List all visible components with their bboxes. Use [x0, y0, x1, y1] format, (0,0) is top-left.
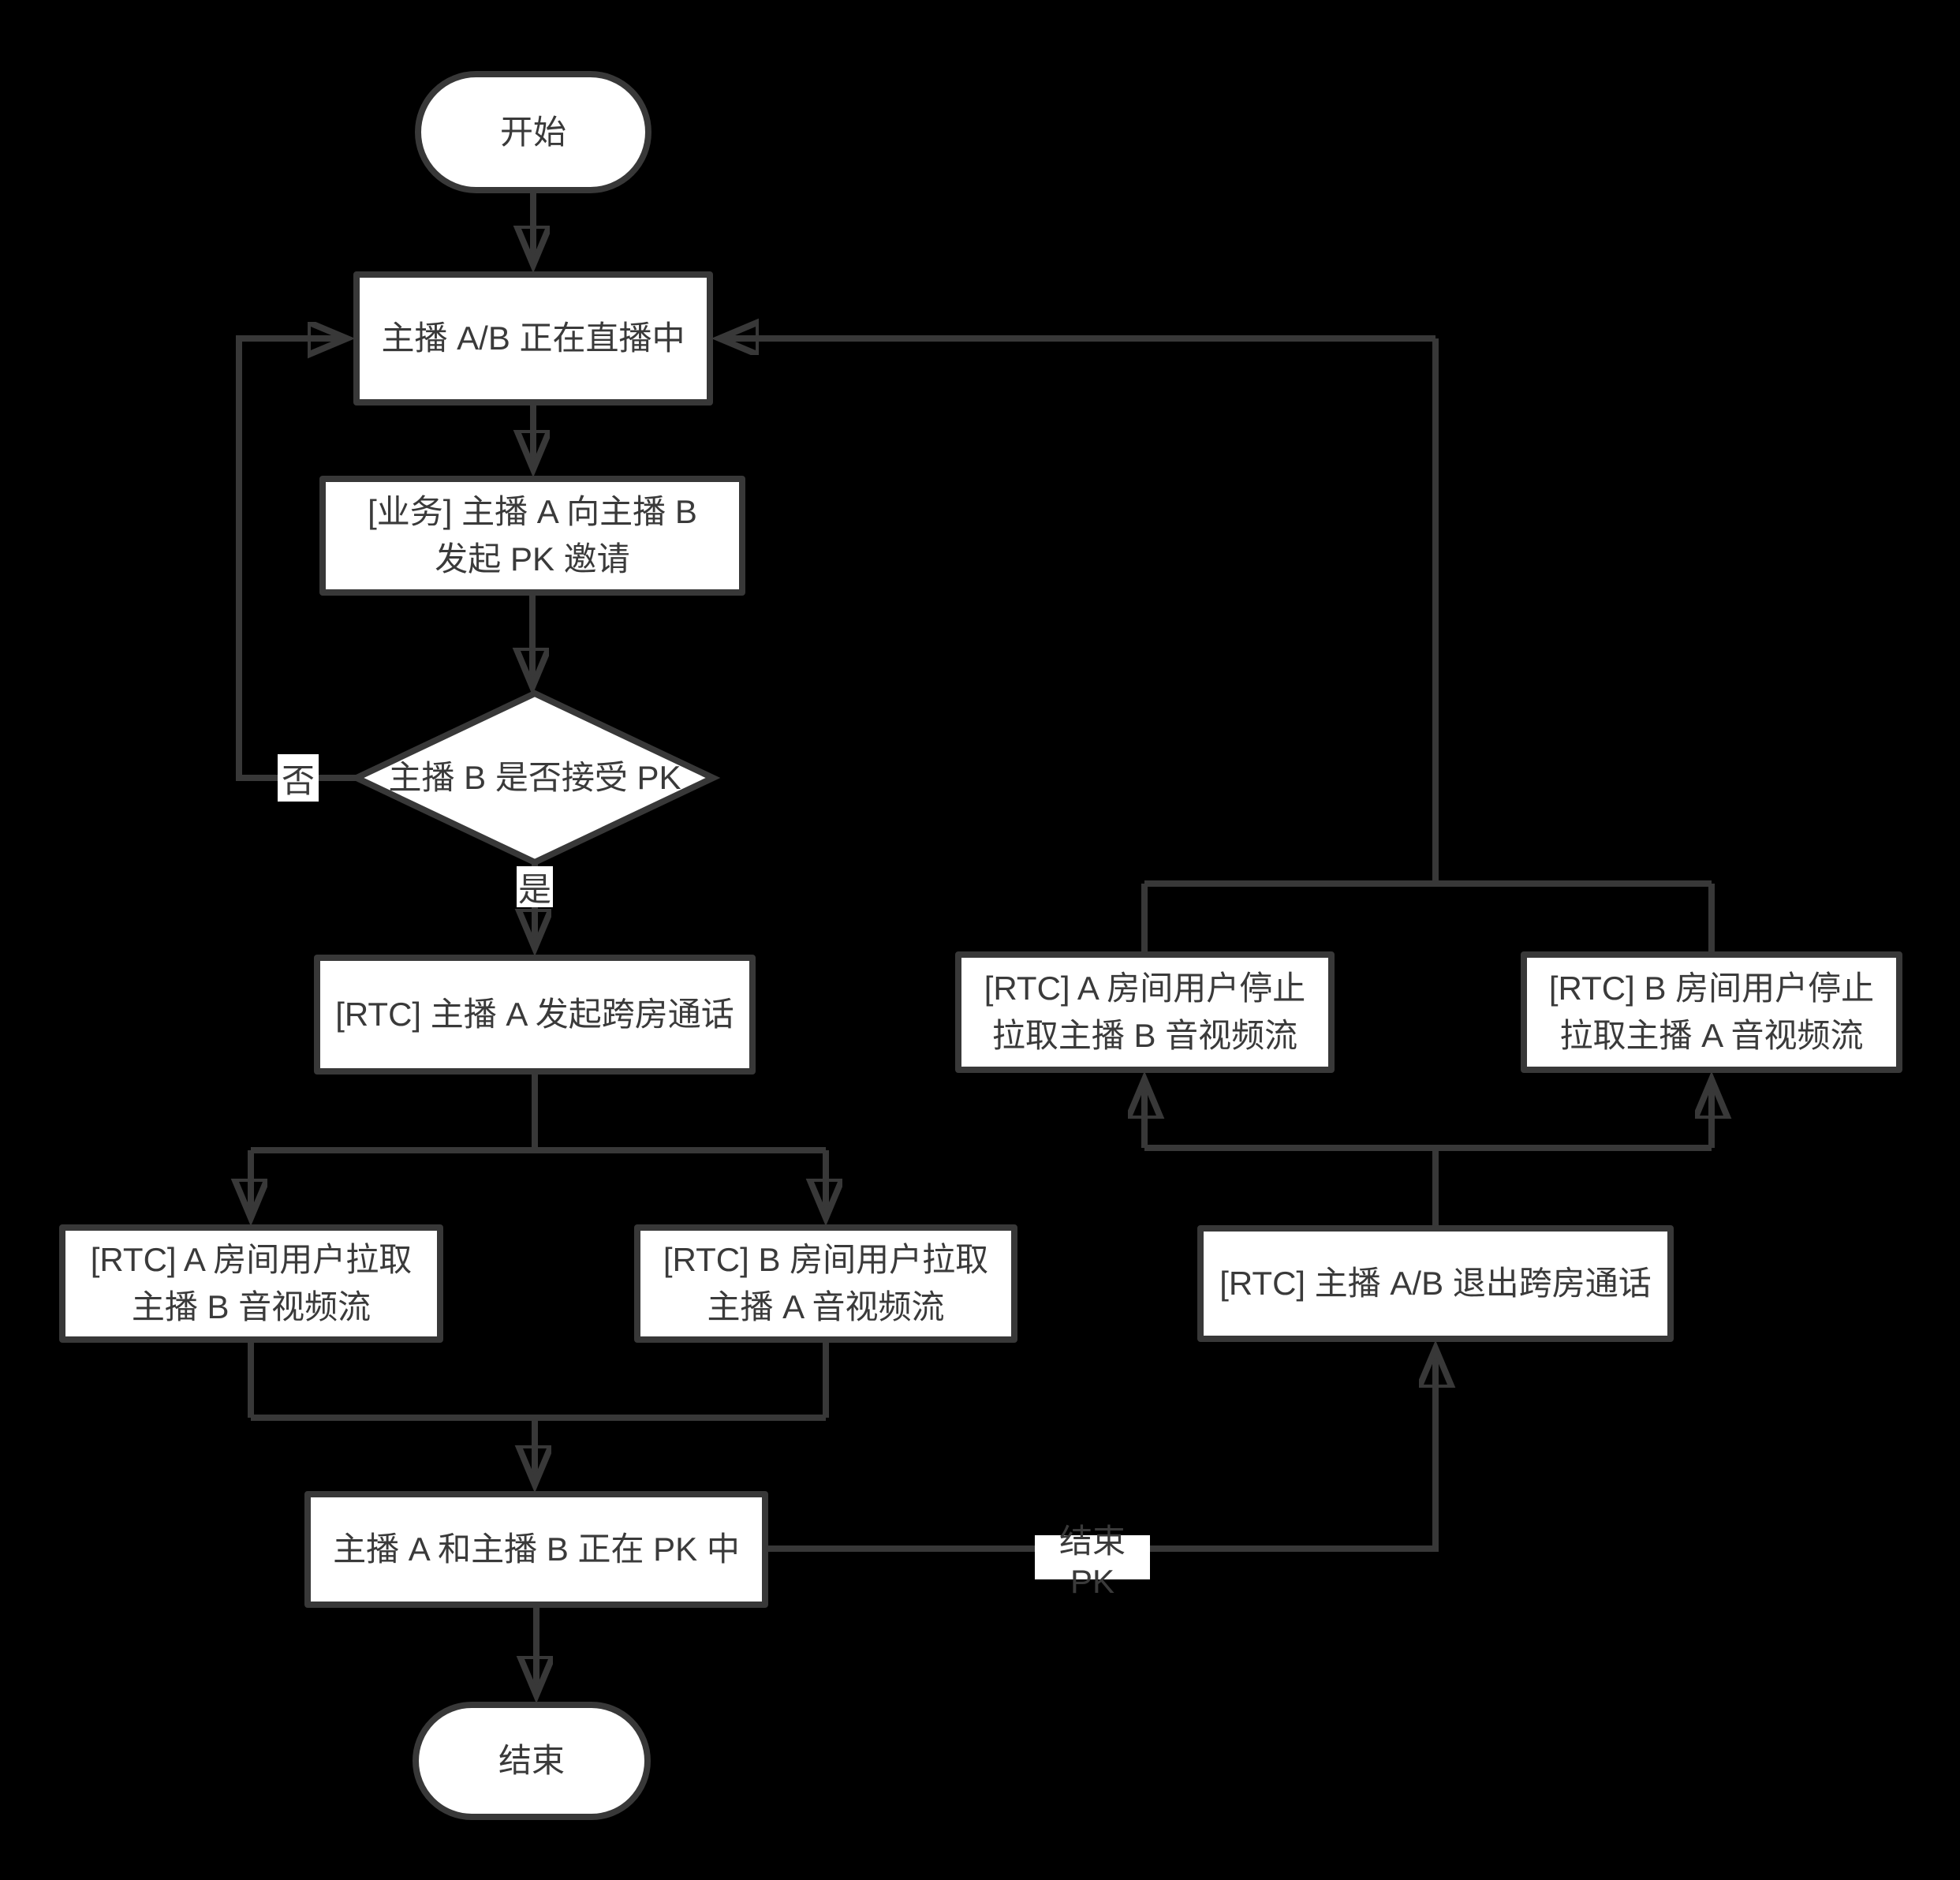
live-status-box: 主播 A/B 正在直播中 — [353, 271, 713, 406]
decision-diamond-shape — [349, 690, 721, 866]
edge-label-yes: 是 — [517, 866, 553, 908]
start-node: 开始 — [415, 71, 651, 193]
exit-crossroom-call-box: [RTC] 主播 A/B 退出跨房通话 — [1197, 1225, 1674, 1342]
room-a-pull-box: [RTC] A 房间用户拉取 主播 B 音视频流 — [59, 1224, 443, 1343]
edge-pk-endpk-to-exit — [768, 1348, 1435, 1552]
pk-in-progress-box: 主播 A 和主播 B 正在 PK 中 — [304, 1491, 768, 1608]
edge-label-end-pk: 结束 PK — [1035, 1523, 1150, 1600]
accept-decision-label: 主播 B 是否接受 PK — [388, 758, 681, 796]
room-a-stop-pull-box: [RTC] A 房间用户停止 拉取主播 B 音视频流 — [955, 951, 1335, 1073]
edge-label-no: 否 — [278, 754, 319, 802]
start-crossroom-call-box: [RTC] 主播 A 发起跨房通话 — [314, 955, 756, 1075]
room-b-stop-pull-box: [RTC] B 房间用户停止 拉取主播 A 音视频流 — [1521, 951, 1902, 1073]
room-b-pull-box: [RTC] B 房间用户拉取 主播 A 音视频流 — [634, 1224, 1017, 1343]
end-node: 结束 — [413, 1702, 651, 1820]
pk-invite-box: [业务] 主播 A 向主播 B 发起 PK 邀请 — [319, 476, 745, 596]
